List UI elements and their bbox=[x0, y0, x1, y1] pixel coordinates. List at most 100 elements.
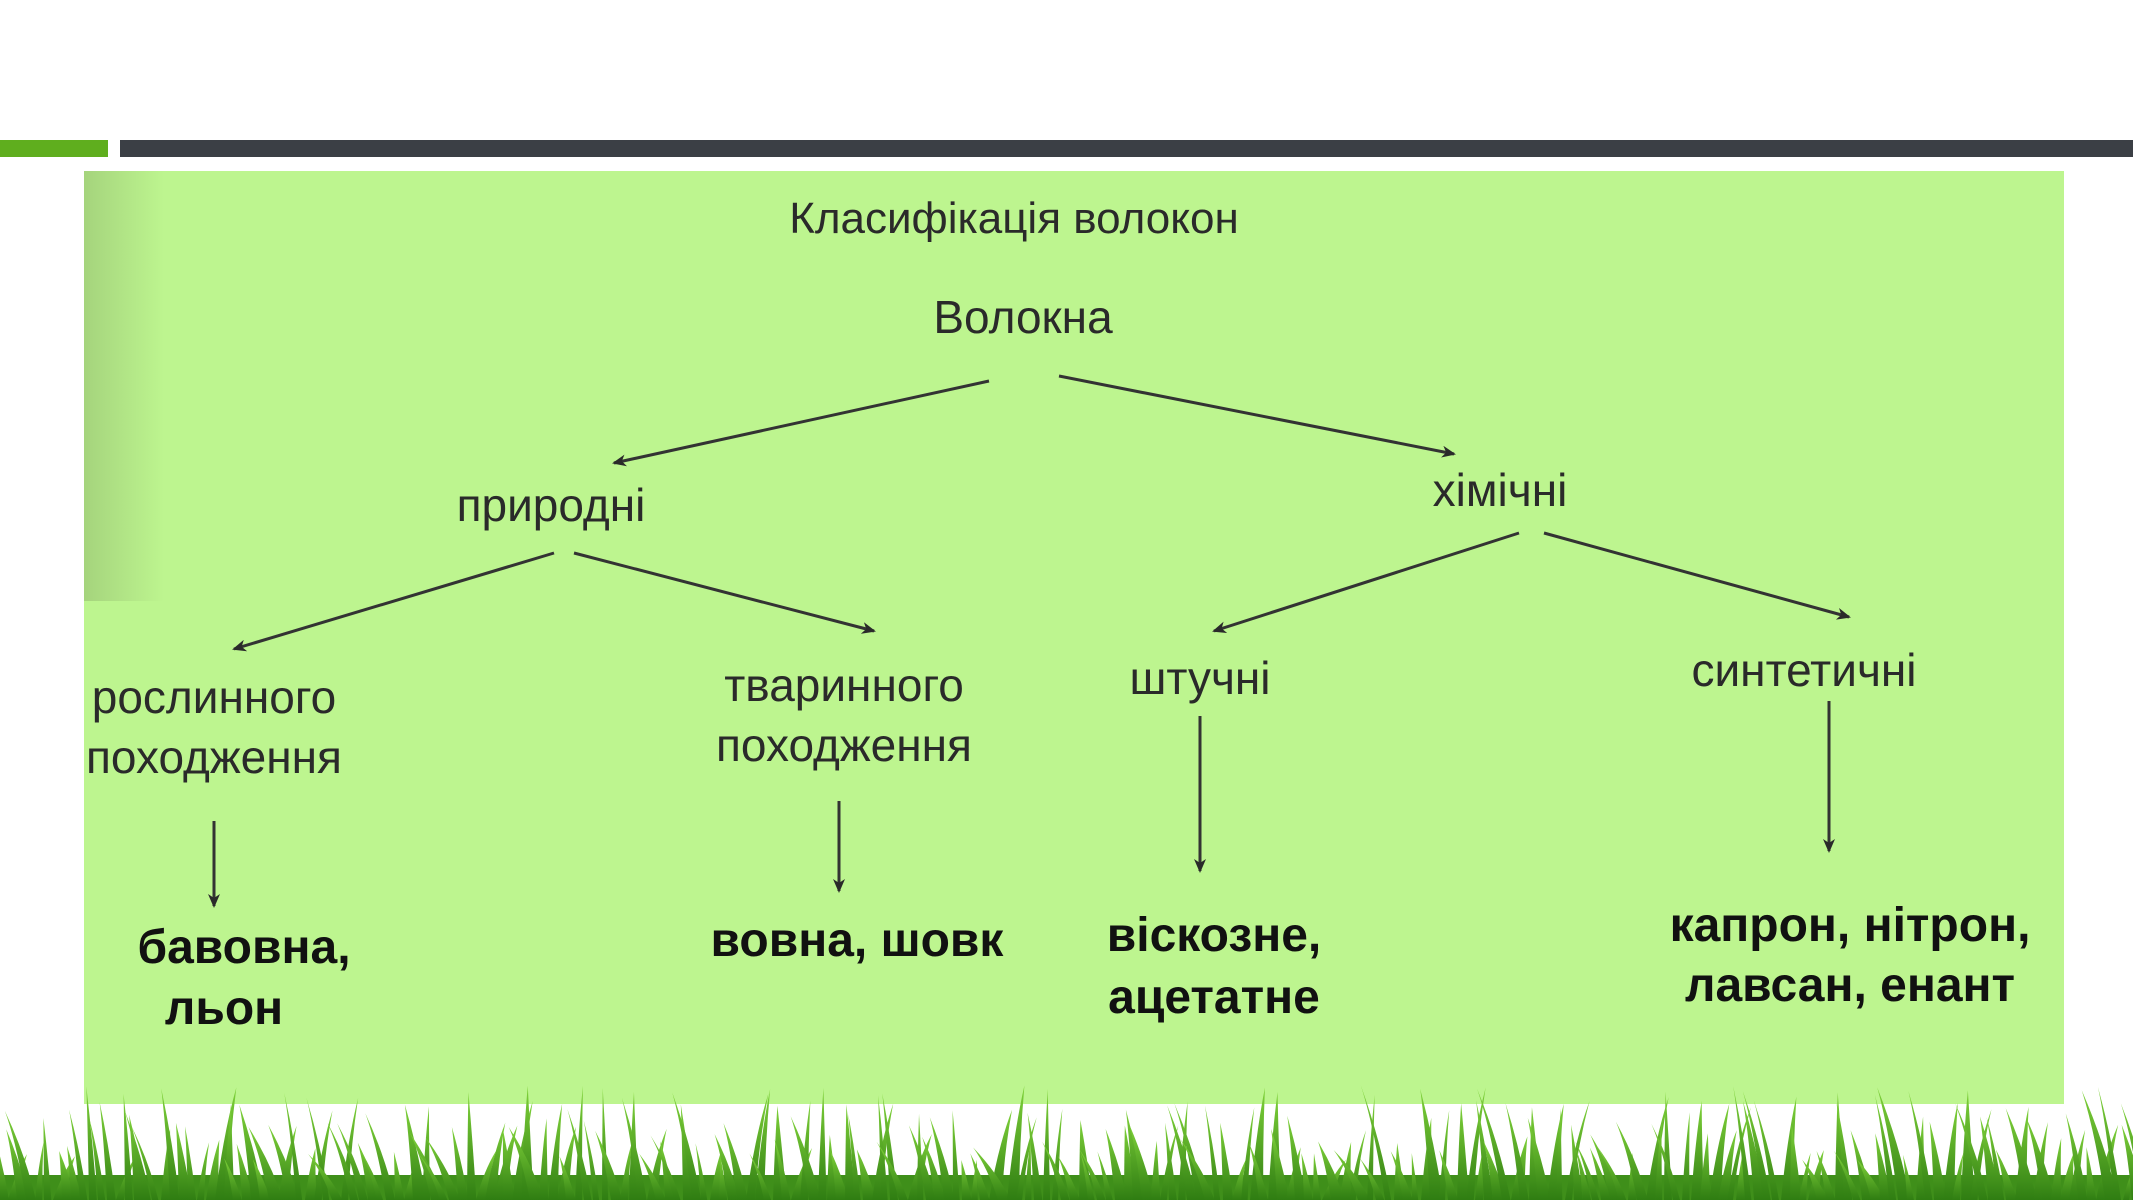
grass-blade bbox=[1466, 1087, 1486, 1200]
grass-blade bbox=[1439, 1110, 1450, 1200]
grass-blade bbox=[1164, 1122, 1177, 1200]
grass-blade bbox=[1802, 1159, 1828, 1200]
grass-blade bbox=[1709, 1103, 1730, 1200]
grass-blade bbox=[650, 1135, 681, 1200]
grass-blade bbox=[1232, 1158, 1247, 1200]
grass-blade bbox=[305, 1148, 317, 1200]
grass-blade bbox=[749, 1153, 772, 1200]
grass-blade bbox=[268, 1124, 300, 1200]
grass-blade bbox=[1007, 1085, 1025, 1200]
grass-blade bbox=[1333, 1149, 1370, 1200]
node-chemical: хімічні bbox=[1433, 464, 1568, 516]
grass-blade bbox=[1961, 1090, 1975, 1200]
grass-blade bbox=[620, 1142, 632, 1200]
grass-blade bbox=[1874, 1094, 1897, 1200]
grass-blade bbox=[1718, 1130, 1737, 1200]
grass-blade bbox=[1052, 1108, 1063, 1200]
grass-blade bbox=[830, 1150, 849, 1200]
grass-blade bbox=[746, 1093, 769, 1200]
classification-diagram: Класифікація волокон Волокна природні хі… bbox=[86, 194, 2030, 1035]
grass-blade bbox=[2026, 1117, 2055, 1200]
grass-blade bbox=[1129, 1125, 1155, 1200]
grass-blade bbox=[467, 1092, 477, 1200]
grass-blade bbox=[1475, 1146, 1484, 1200]
grass-blade bbox=[236, 1143, 254, 1200]
grass-blade bbox=[719, 1157, 728, 1200]
arrow-chemical-artificial bbox=[1212, 531, 1520, 634]
grass-blade bbox=[961, 1159, 972, 1200]
grass-blade bbox=[557, 1126, 577, 1200]
grass-blade bbox=[1313, 1153, 1321, 1200]
grass-blade bbox=[206, 1139, 220, 1200]
grass-blade bbox=[86, 1086, 97, 1200]
examples-plant-line2: льон bbox=[165, 982, 283, 1035]
grass-blade bbox=[1042, 1141, 1070, 1200]
grass-blade bbox=[1753, 1100, 1779, 1200]
grass-blade bbox=[1250, 1087, 1265, 1200]
diagram-panel: Класифікація волокон Волокна природні хі… bbox=[84, 171, 2064, 1104]
grass-blade bbox=[184, 1126, 197, 1200]
grass-blade bbox=[1204, 1105, 1221, 1200]
grass-blade bbox=[774, 1139, 791, 1200]
grass-blade bbox=[1986, 1117, 2005, 1200]
grass-blade bbox=[876, 1141, 908, 1200]
grass-blade bbox=[583, 1120, 600, 1200]
grass-blade bbox=[1097, 1151, 1113, 1200]
grass-blade bbox=[1340, 1141, 1352, 1200]
examples-plant-line1: бавовна, bbox=[137, 921, 350, 974]
grass-blade bbox=[559, 1156, 576, 1200]
grass-blade bbox=[1799, 1152, 1811, 1200]
grass-blade bbox=[131, 1126, 159, 1200]
grass-blade bbox=[723, 1123, 749, 1200]
grass-blade bbox=[99, 1102, 116, 1200]
grass-blade bbox=[2121, 1124, 2133, 1200]
grass-blade bbox=[123, 1093, 133, 1200]
examples-artificial-line1: віскозне, bbox=[1107, 909, 1322, 962]
grass-blade bbox=[1589, 1147, 1611, 1200]
grass-blade bbox=[1952, 1152, 1964, 1200]
grass-blade bbox=[1043, 1088, 1051, 1200]
grass-blade bbox=[1857, 1159, 1885, 1200]
node-synthetic: синтетичні bbox=[1691, 644, 1916, 696]
grass-blade bbox=[1733, 1086, 1752, 1200]
grass-blade bbox=[1651, 1123, 1680, 1200]
grass-blade bbox=[1742, 1091, 1771, 1200]
grass-blade bbox=[197, 1142, 210, 1200]
grass-blade bbox=[1505, 1102, 1529, 1200]
grass-blade bbox=[1700, 1133, 1711, 1200]
diagram-title: Класифікація волокон bbox=[789, 194, 1239, 243]
grass-blade bbox=[327, 1122, 359, 1200]
grass-blade bbox=[1079, 1149, 1106, 1200]
grass-blade bbox=[425, 1137, 460, 1200]
grass-blade bbox=[1105, 1129, 1128, 1200]
grass-blade bbox=[602, 1088, 609, 1200]
arrow-natural-animal bbox=[573, 551, 876, 634]
grass-blade bbox=[1615, 1121, 1648, 1200]
node-animal-line2: походження bbox=[716, 719, 972, 771]
grass-blade bbox=[1816, 1151, 1836, 1200]
grass-blade bbox=[1457, 1103, 1470, 1200]
grass-blade bbox=[567, 1109, 592, 1200]
grass-blade bbox=[43, 1117, 52, 1200]
grass-blade bbox=[124, 1111, 151, 1200]
grass-blade bbox=[973, 1147, 1011, 1200]
grass-blade bbox=[1908, 1090, 1933, 1200]
grass-blade bbox=[1080, 1153, 1095, 1200]
grass-blade bbox=[476, 1150, 496, 1200]
grass-blade bbox=[284, 1092, 303, 1200]
grass-blade bbox=[161, 1088, 180, 1200]
grass-blade bbox=[314, 1110, 333, 1200]
grass-blade bbox=[856, 1149, 877, 1200]
grass-blade bbox=[1565, 1100, 1590, 1200]
grass-blade bbox=[548, 1103, 563, 1200]
grass-blade bbox=[539, 1118, 549, 1200]
grass-blade bbox=[69, 1109, 88, 1200]
scan-shadow bbox=[84, 171, 164, 601]
grass-blade bbox=[952, 1110, 960, 1200]
grass-blade bbox=[1597, 1146, 1627, 1200]
examples-animal: вовна, шовк bbox=[711, 914, 1005, 967]
node-artificial: штучні bbox=[1129, 652, 1270, 704]
grass-blade bbox=[485, 1122, 506, 1200]
grass-blade bbox=[845, 1104, 856, 1200]
grass-blade bbox=[714, 1134, 740, 1200]
